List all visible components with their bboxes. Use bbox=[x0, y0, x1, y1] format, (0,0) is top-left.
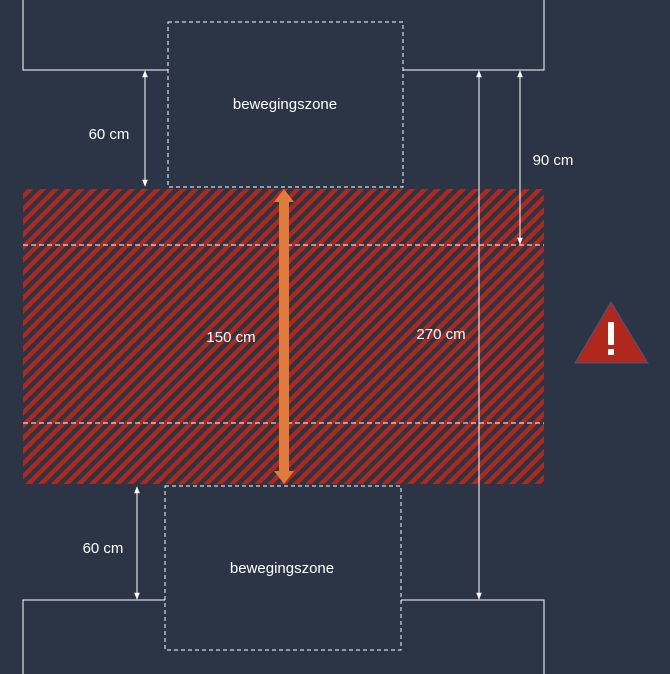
dimension-label-270: 270 cm bbox=[416, 326, 465, 343]
dimension-label-90: 90 cm bbox=[533, 152, 574, 169]
movement-zone-top-label: bewegingszone bbox=[233, 96, 337, 113]
bottom-left-object bbox=[22, 599, 165, 674]
dimension-label-150: 150 cm bbox=[206, 329, 255, 346]
movement-zone-top bbox=[167, 21, 404, 188]
movement-zone-bottom-label: bewegingszone bbox=[230, 560, 334, 577]
bottom-right-object bbox=[401, 599, 545, 674]
movement-zone-bottom bbox=[164, 485, 402, 651]
orange-double-arrow-150 bbox=[274, 189, 294, 484]
top-right-object bbox=[403, 0, 545, 71]
warning-icon bbox=[574, 301, 649, 364]
dimension-label-60-bottom: 60 cm bbox=[83, 540, 124, 557]
top-left-object bbox=[22, 0, 168, 71]
dimension-label-60-top: 60 cm bbox=[89, 126, 130, 143]
